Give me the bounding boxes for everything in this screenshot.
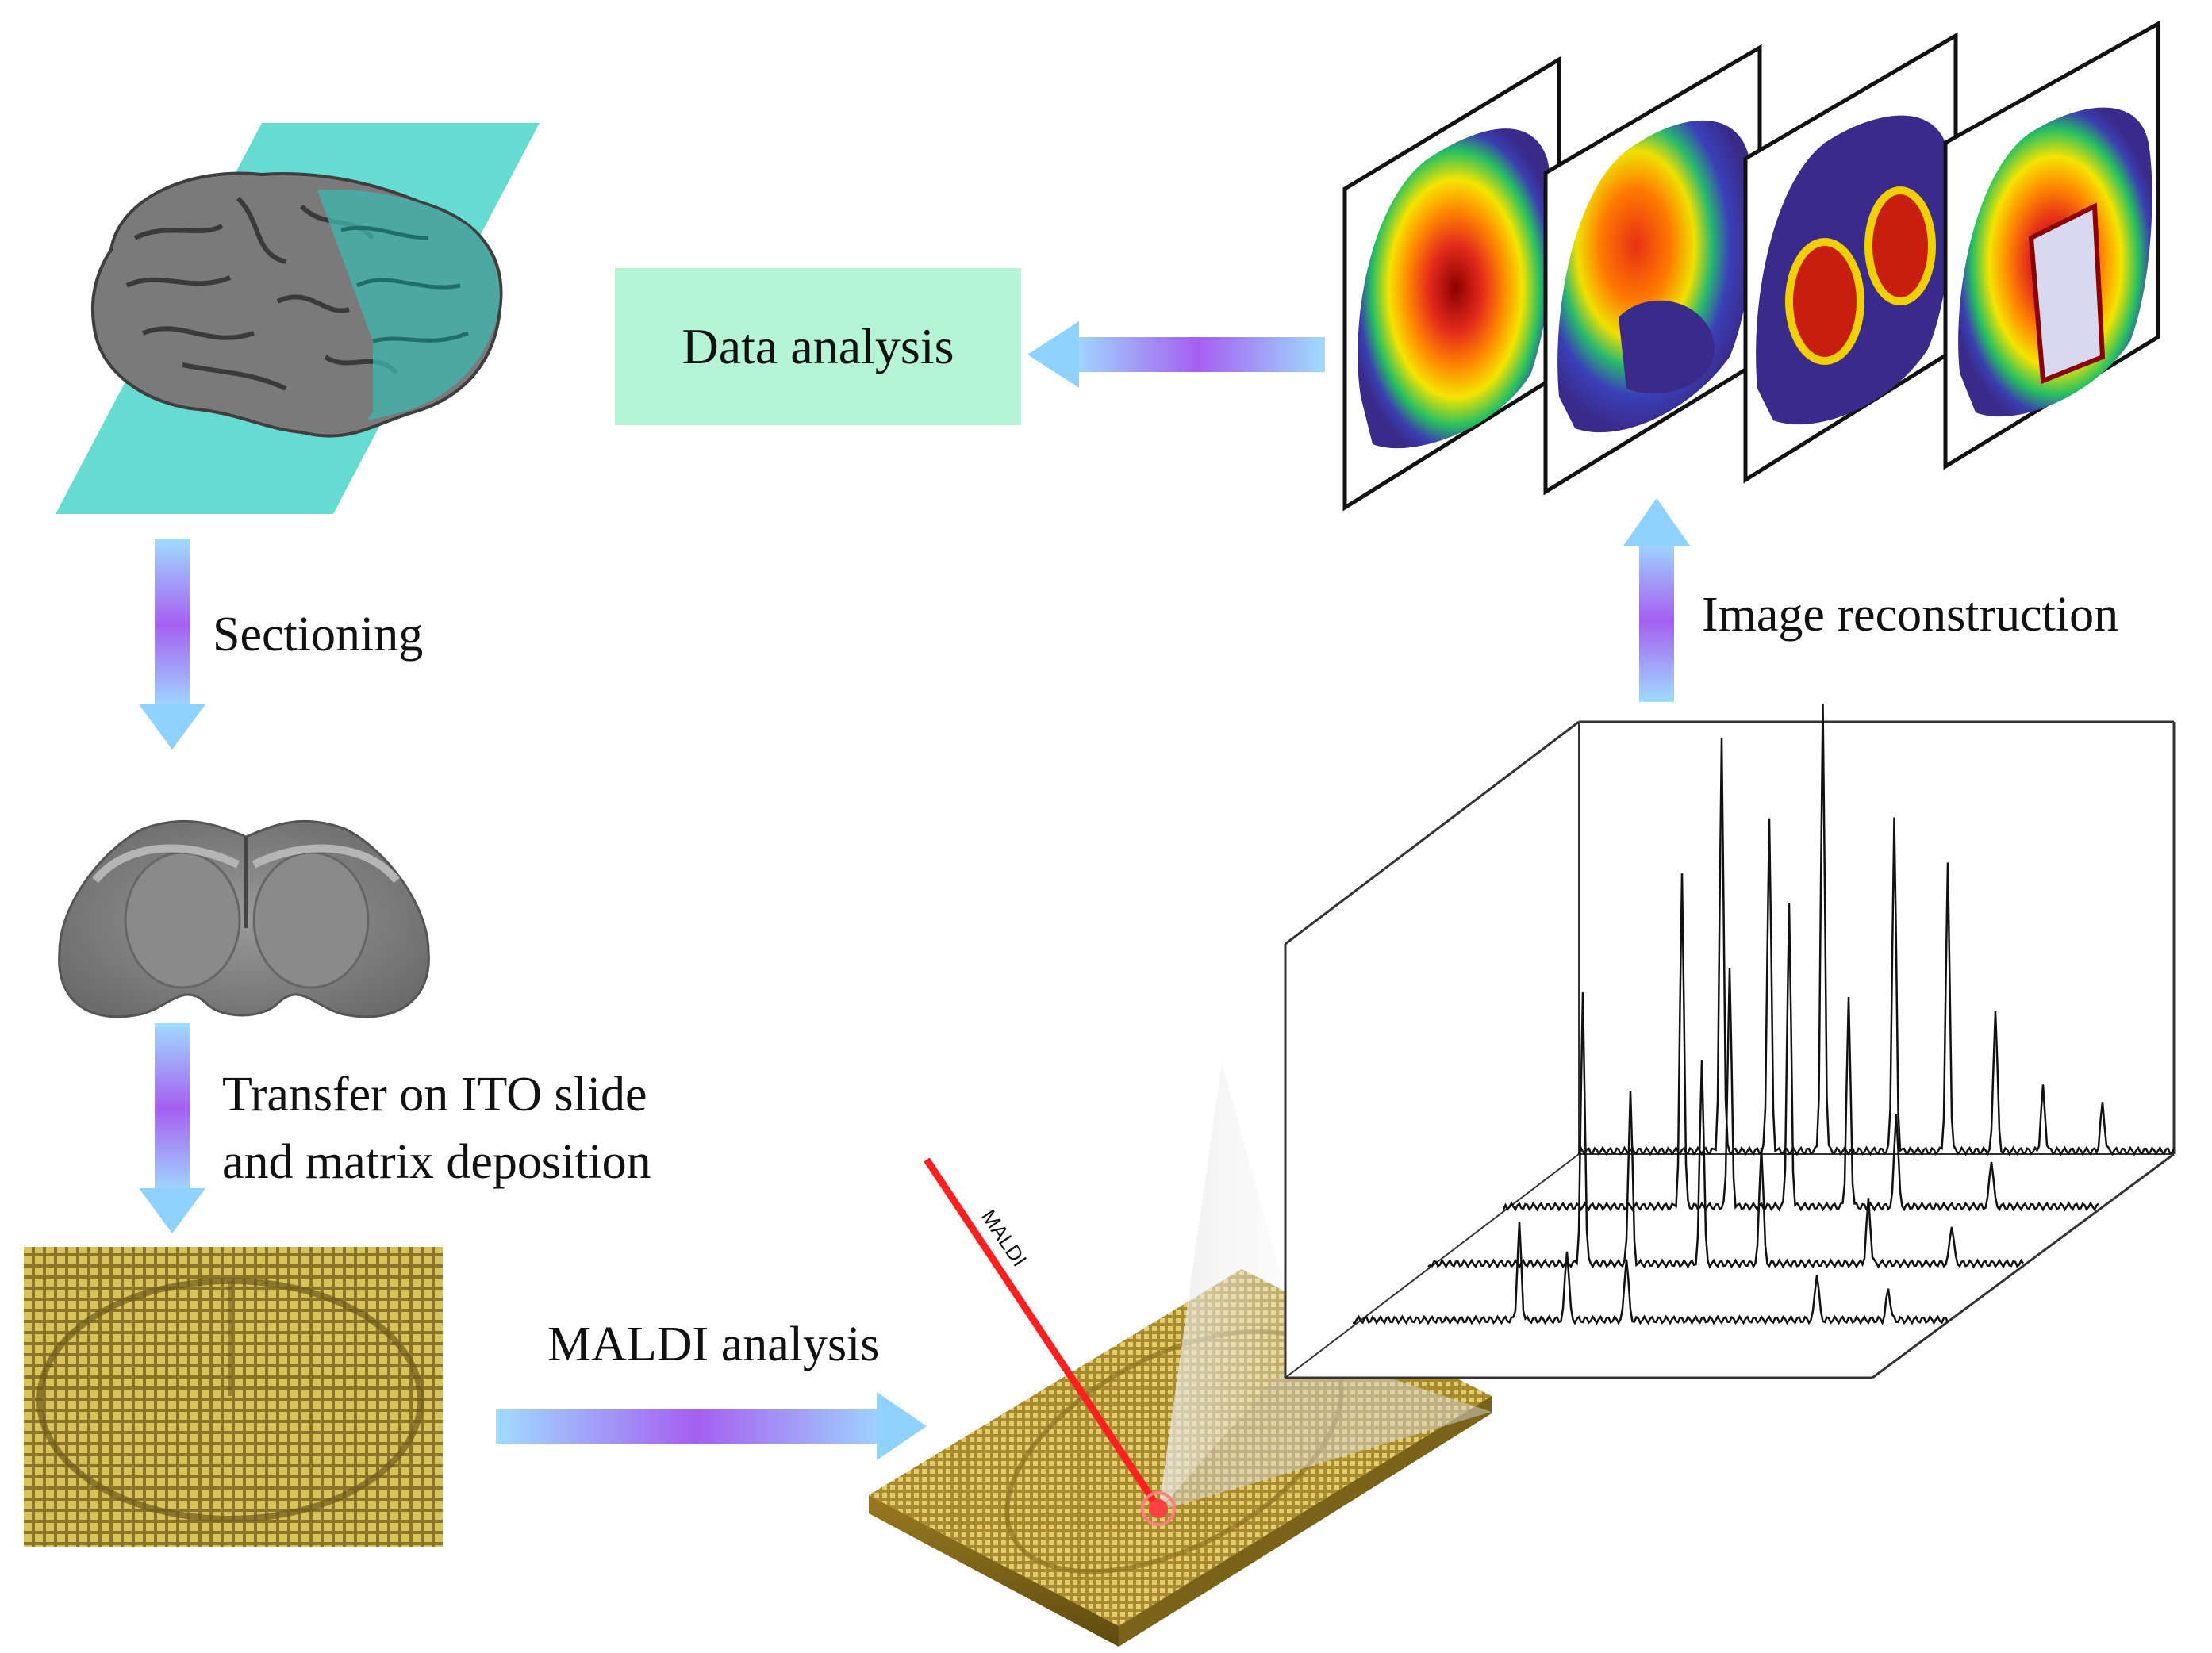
spectrum-trace bbox=[1502, 873, 2099, 1212]
arrow-image-reconstruction bbox=[1623, 498, 1690, 702]
spectrum-trace bbox=[1353, 1222, 1949, 1325]
transfer-label-line1: Transfer on ITO slide bbox=[222, 1068, 647, 1122]
data-analysis-box: Data analysis bbox=[615, 268, 1021, 425]
ion-image-stack-icon bbox=[1342, 20, 2160, 512]
sectioning-label: Sectioning bbox=[213, 608, 424, 662]
coronal-section-icon bbox=[58, 819, 430, 1018]
ito-slide-icon bbox=[24, 1247, 443, 1547]
mass-spectra-cube-icon bbox=[1284, 704, 2176, 1379]
arrow-maldi-analysis bbox=[496, 1392, 927, 1460]
arrow-images-to-analysis bbox=[1027, 321, 1325, 388]
arrow-transfer bbox=[139, 1023, 205, 1233]
spectrum-trace bbox=[1427, 992, 2025, 1269]
brain-3d-icon bbox=[56, 123, 540, 514]
transfer-label-line2: and matrix deposition bbox=[222, 1135, 651, 1189]
image-reconstruction-label: Image reconstruction bbox=[1702, 588, 2119, 642]
data-analysis-label: Data analysis bbox=[682, 318, 954, 374]
maldi-analysis-label: MALDI analysis bbox=[547, 1317, 880, 1371]
arrow-sectioning bbox=[139, 539, 205, 750]
